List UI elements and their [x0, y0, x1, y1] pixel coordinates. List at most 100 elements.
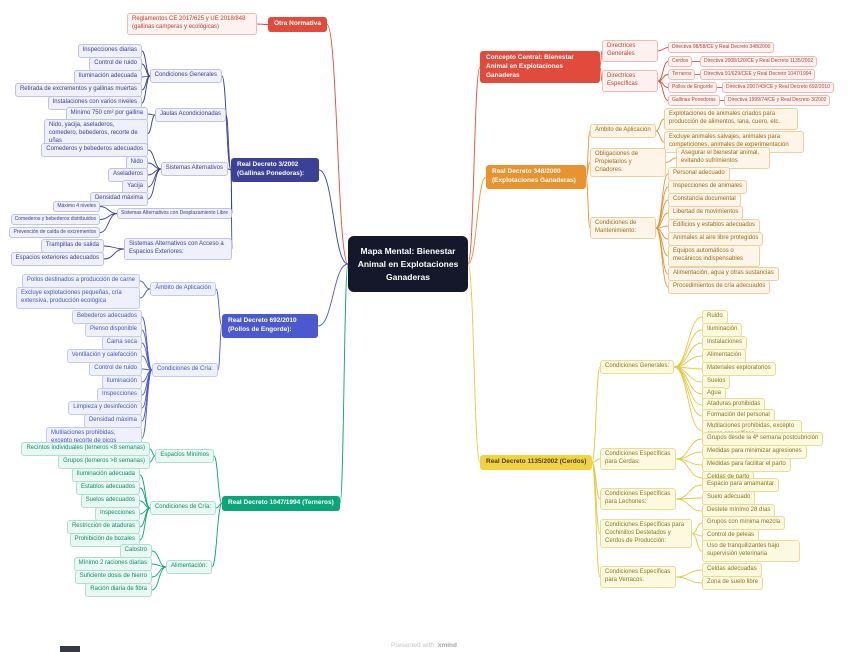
edge-center--otra-normativa: [326, 24, 349, 265]
node-control-ruido-pollos[interactable]: Control de ruido: [89, 362, 142, 376]
node-constancia-documental[interactable]: Constancia documental: [668, 193, 741, 207]
node-facilitar-parto[interactable]: Medidas para facilitar el parto: [702, 458, 791, 472]
node-suelo-adecuado-lechones[interactable]: Suelo adecuado: [702, 491, 756, 505]
node-otra-normativa[interactable]: Otra Normativa: [268, 17, 327, 32]
node-tranquilizantes[interactable]: Uso de tranquilizantes bajo supervisión …: [702, 540, 800, 562]
node-equipos-automaticos[interactable]: Equipos automáticos o mecánicos indispen…: [668, 245, 760, 267]
node-sistemas-alternativos[interactable]: Sistemas Alternativos: [160, 162, 228, 176]
node-cgen-gallinas[interactable]: Condiciones Generales: [149, 69, 222, 83]
node-comederos-distribuidos[interactable]: Comederos y bebederos distribuidos: [10, 214, 100, 225]
node-rd3[interactable]: Real Decreto 3/2002 (Gallinas Ponedoras)…: [231, 158, 319, 182]
node-alimentacion-terneros[interactable]: Alimentación:: [165, 560, 212, 574]
node-nido[interactable]: Nido: [125, 156, 148, 170]
node-ambito-692[interactable]: Ámbito de Aplicación: [150, 282, 216, 296]
node-animales-aire-libre[interactable]: Animales al aire libre protegidos: [668, 232, 764, 246]
node-grupos-minima-mezcla[interactable]: Grupos con mínima mezcla: [702, 516, 786, 530]
node-control-ruido-gallinas[interactable]: Control de ruido: [89, 57, 142, 71]
node-instalaciones-cerdos[interactable]: Instalaciones: [702, 336, 748, 350]
node-obligaciones[interactable]: Obligaciones de Propietarios y Criadores…: [590, 148, 666, 178]
node-rd1135[interactable]: Real Decreto 1135/2002 (Cerdos): [480, 455, 593, 470]
node-procedimientos-cria[interactable]: Procedimientos de cría adecuados: [668, 280, 771, 294]
node-minimizar-agresiones[interactable]: Medidas para minimizar agresiones: [702, 445, 807, 459]
node-directrices-generales[interactable]: Directrices Generales: [602, 40, 658, 62]
node-asegurar-bienestar[interactable]: Asegurar el bienestar animal, evitando s…: [676, 147, 770, 169]
node-pollos-label[interactable]: Pollos de Engorde: [668, 82, 717, 93]
node-reglamentos[interactable]: Reglamentos CE 2017/625 y UE 2018/848 (g…: [127, 13, 257, 35]
node-recintos-individuales[interactable]: Recintos individuales (terneros <8 seman…: [21, 442, 150, 456]
node-gallinas-label[interactable]: Gallinas Ponedoras: [668, 95, 720, 106]
node-prohibicion-bozales[interactable]: Prohibición de bozales: [69, 533, 140, 547]
node-trampillas-salida[interactable]: Trampillas de salida: [40, 239, 104, 253]
node-concepto-central[interactable]: Concepto Central: Bienestar Animal en Ex…: [480, 51, 600, 84]
node-ventilacion-calefaccion[interactable]: Ventilación y calefacción: [66, 349, 142, 363]
node-iluminacion-terneros[interactable]: Iluminación adecuada: [71, 468, 140, 482]
node-inspecciones-diarias[interactable]: Inspecciones diarias: [77, 44, 142, 58]
node-exclusiones-692[interactable]: Excluye explotaciones pequeñas, cría ext…: [16, 287, 140, 309]
node-alimentacion-agua[interactable]: Alimentación, agua y otras sustancias: [668, 267, 779, 281]
node-materiales-exploratorios[interactable]: Materiales exploratorios: [702, 362, 776, 376]
node-raciones-diarias[interactable]: Mínimo 2 raciones diarias: [73, 557, 152, 571]
node-alimentacion-cerdos[interactable]: Alimentación: [702, 349, 747, 363]
node-suelos-adecuados-terneros[interactable]: Suelos adecuados: [80, 494, 140, 508]
node-terneros-label[interactable]: Terneros: [668, 69, 696, 80]
node-pollos-carne[interactable]: Pollos destinados a producción de carne: [21, 274, 140, 288]
node-rd1047[interactable]: Real Decreto 1047/1994 (Terneros): [222, 496, 340, 511]
node-espacio-amamantar[interactable]: Espacio para amamantar: [702, 478, 780, 492]
node-espacios-exteriores[interactable]: Espacios exteriores adecuados: [10, 252, 104, 266]
node-restriccion-ataduras[interactable]: Restricción de ataduras: [66, 520, 140, 534]
node-pienso-disponible[interactable]: Pienso disponible: [84, 323, 142, 337]
node-sistemas-desplazamiento[interactable]: Sistemas Alternativos con Desplazamiento…: [117, 208, 232, 219]
node-explotaciones-incluidas[interactable]: Explotaciones de animales criados para p…: [664, 108, 798, 130]
node-rd692[interactable]: Real Decreto 692/2010 (Pollos de Engorde…: [222, 314, 318, 338]
node-comederos-adecuados[interactable]: Comederos y bebederos adecuados: [41, 143, 148, 157]
xmind-brand[interactable]: xmind: [437, 642, 457, 649]
node-zona-suelo-libre[interactable]: Zona de suelo libre: [702, 576, 764, 590]
node-prevencion-caida[interactable]: Prevención de caída de excrementos: [9, 227, 100, 238]
node-cria-1047[interactable]: Condiciones de Cría:: [149, 501, 216, 515]
node-cesp-cochinillos[interactable]: Condiciones Específicas para Cochinillos…: [600, 519, 692, 549]
node-inspecciones-terneros[interactable]: Inspecciones: [94, 507, 140, 521]
node-calostro[interactable]: Calostro: [119, 544, 152, 558]
node-directrices-especificas[interactable]: Directrices Específicas: [602, 70, 658, 92]
node-personal-adecuado[interactable]: Personal adecuado: [668, 167, 730, 181]
node-center[interactable]: Mapa Mental: Bienestar Animal en Explota…: [348, 236, 468, 293]
node-maximo-niveles[interactable]: Máximo 4 niveles: [53, 201, 100, 212]
node-inspecciones-pollos[interactable]: Inspecciones: [96, 388, 142, 402]
node-ruido[interactable]: Ruido: [702, 310, 728, 324]
node-rd348[interactable]: Real Decreto 348/2000 (Explotaciones Gan…: [486, 165, 586, 189]
node-iluminacion-gallinas[interactable]: Iluminación adecuada: [73, 70, 142, 84]
node-sistemas-acceso-exterior[interactable]: Sistemas Alternativos con Acceso a Espac…: [124, 238, 232, 260]
node-grupos-postcubricion[interactable]: Grupos desde la 4ª semana postcubrición: [702, 432, 824, 446]
node-dosis-hierro[interactable]: Suficiente dosis de hierro: [74, 570, 152, 584]
node-cria-692[interactable]: Condiciones de Cría:: [151, 363, 218, 377]
node-cesp-verracos[interactable]: Condiciones Específicas para Verracos:: [600, 566, 676, 588]
node-directiva-generales[interactable]: Directiva 98/58/CE y Real Decreto 348/20…: [668, 42, 775, 53]
node-grupos-terneros[interactable]: Grupos (terneros >8 semanas): [58, 455, 150, 469]
node-iluminacion-pollos[interactable]: Iluminación: [101, 375, 142, 389]
node-inspecciones-animales[interactable]: Inspecciones de animales: [668, 180, 748, 194]
node-cerdos-directiva[interactable]: Directiva 2008/120/CE y Real Decreto 113…: [700, 56, 818, 67]
node-iluminacion-cerdos[interactable]: Iluminación: [702, 323, 743, 337]
node-libertad-movimientos[interactable]: Libertad de movimientos: [668, 206, 744, 220]
node-cerdos-label[interactable]: Cerdos: [668, 56, 693, 67]
node-establos-adecuados[interactable]: Establos adecuados: [75, 481, 140, 495]
node-ambito-348[interactable]: Ámbito de Aplicación: [590, 124, 656, 138]
node-gallinas-directiva[interactable]: Directiva 1999/74/CE y Real Decreto 3/20…: [724, 95, 831, 106]
node-terneros-directiva[interactable]: Directiva 91/629/CEE y Real Decreto 1047…: [700, 69, 816, 80]
node-mantenimiento[interactable]: Condiciones de Mantenimiento:: [590, 217, 656, 239]
node-densidad-maxima-gallinas[interactable]: Densidad máxima: [89, 192, 148, 206]
node-edificios-establos[interactable]: Edificios y establos adecuados: [668, 219, 761, 233]
node-cama-seca[interactable]: Cama seca: [101, 336, 142, 350]
node-pollos-directiva[interactable]: Directiva 2007/43/CE y Real Decreto 692/…: [722, 82, 834, 93]
node-celdas-verracos[interactable]: Celdas adecuadas: [702, 563, 762, 577]
node-cesp-cerdas[interactable]: Condiciones Específicas para Cerdas:: [600, 448, 676, 470]
node-densidad-maxima-pollos[interactable]: Densidad máxima: [83, 414, 142, 428]
node-retirada-excrementos[interactable]: Retirada de excrementos y gallinas muert…: [14, 83, 142, 97]
node-bebederos-adecuados[interactable]: Bebederos adecuados: [71, 310, 142, 324]
node-limpieza-desinfeccion[interactable]: Limpieza y desinfección: [68, 401, 142, 415]
node-jaulas[interactable]: Jaulas Acondicionadas: [154, 108, 226, 122]
node-espacios-minimos[interactable]: Espacios Mínimos: [155, 449, 214, 463]
node-cesp-lechones[interactable]: Condiciones Específicas para Lechones:: [600, 488, 676, 510]
node-cgen-cerdos[interactable]: Condiciones Generales:: [600, 360, 675, 374]
node-racion-fibra[interactable]: Ración diaria de fibra: [85, 583, 152, 597]
